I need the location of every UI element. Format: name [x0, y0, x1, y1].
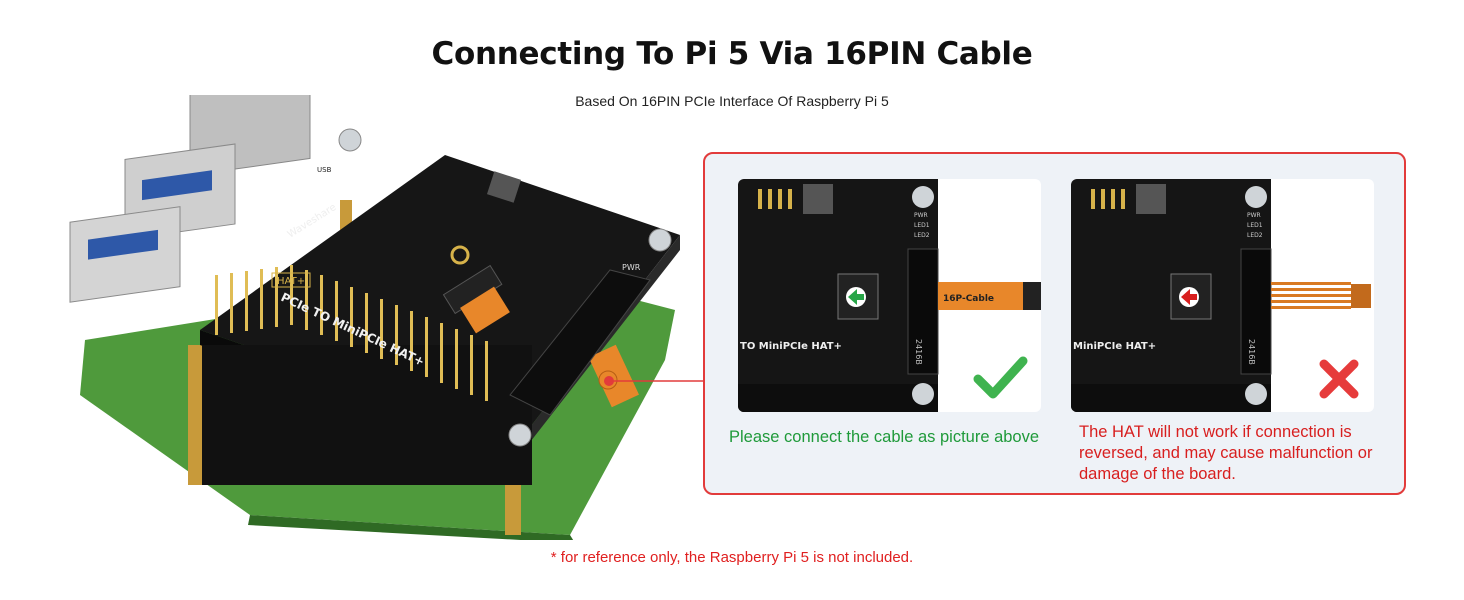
svg-text:LED2: LED2	[914, 232, 930, 239]
footnote: * for reference only, the Raspberry Pi 5…	[550, 549, 914, 566]
cross-icon	[1319, 359, 1359, 399]
page-title: Connecting To Pi 5 Via 16PIN Cable	[431, 36, 1033, 72]
wrong-connection-image: 2416B MiniPCIe HAT+ PWR LED1 LED2	[1071, 179, 1374, 412]
pi-ports	[69, 95, 311, 303]
usb-label: USB	[317, 166, 332, 174]
correct-connection-image: 16P-Cable 2416B TO MiniPCIe HAT+ PWR LED…	[738, 179, 1041, 412]
slot-label-bad: 2416B	[1247, 339, 1256, 365]
svg-text:LED1: LED1	[1247, 222, 1263, 229]
brand-label: Waveshare	[286, 202, 339, 241]
fpc-connector	[598, 370, 618, 390]
board-label-bad: MiniPCIe HAT+	[1073, 341, 1156, 352]
svg-text:LED2: LED2	[1247, 232, 1263, 239]
product-illustration: Waveshare HAT+ PCIe TO MiniPCIe HAT+ PWR…	[69, 95, 680, 540]
check-icon	[973, 356, 1028, 399]
connection-callout: 16P-Cable 2416B TO MiniPCIe HAT+ PWR LED…	[703, 152, 1406, 495]
svg-text:LED1: LED1	[914, 222, 930, 229]
slot-label-ok: 2416B	[914, 339, 923, 365]
page-subtitle: Based On 16PIN PCIe Interface Of Raspber…	[575, 93, 889, 109]
svg-text:PWR: PWR	[914, 212, 928, 219]
gpio-header	[202, 345, 532, 485]
pwr-label: PWR	[622, 263, 641, 272]
wrong-caption: The HAT will not work if connection is r…	[1079, 423, 1373, 483]
svg-text:PWR: PWR	[1247, 212, 1261, 219]
correct-caption: Please connect the cable as picture abov…	[729, 428, 1040, 446]
board-label-ok: TO MiniPCIe HAT+	[740, 341, 842, 352]
hat-badge: HAT+	[277, 276, 305, 287]
minipcie-slot	[509, 269, 651, 416]
cable-label: 16P-Cable	[943, 294, 994, 304]
